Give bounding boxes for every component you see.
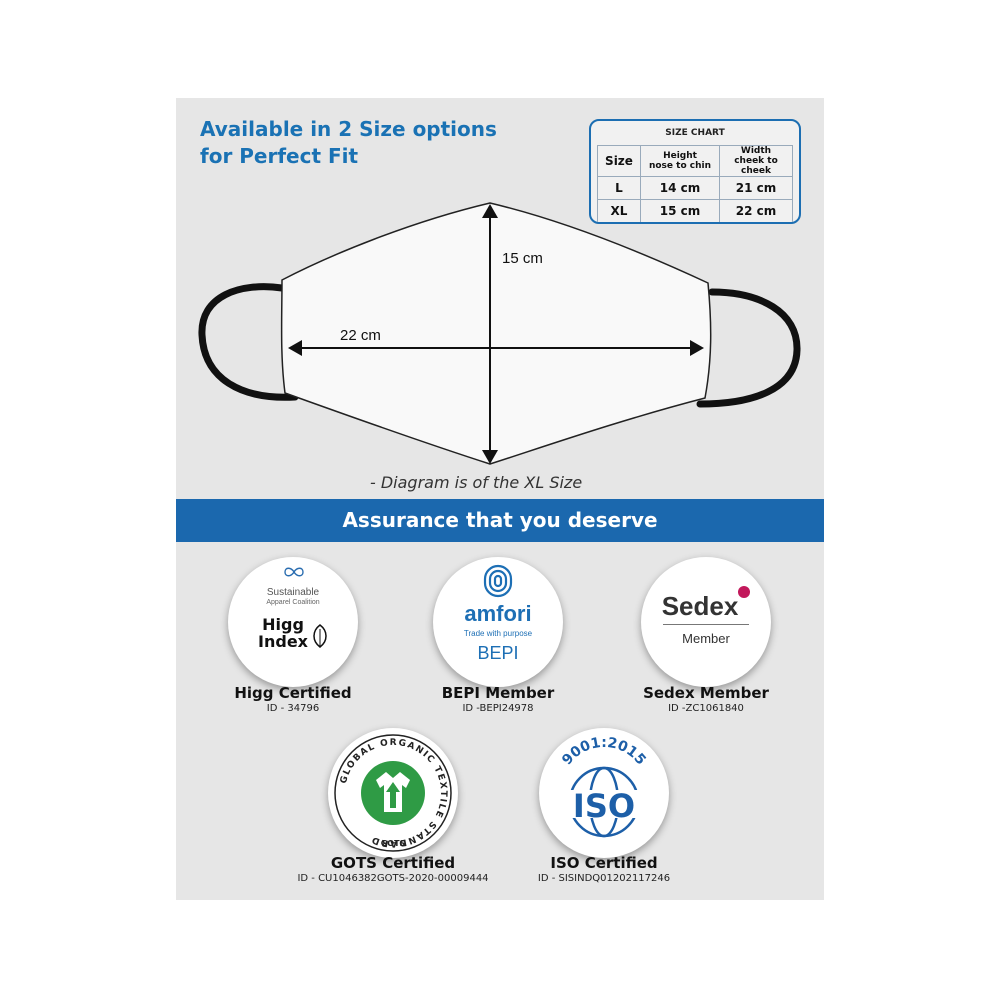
iso-word: ISO [573,787,635,825]
amfori-tagline: Trade with purpose [463,629,533,638]
sedex-id: ID -ZC1061840 [668,703,744,714]
amfori-brand: amfori [464,601,532,626]
diagram-size-note: - Diagram is of the XL Size [370,473,583,492]
gots-abbr: GOTS [381,839,406,848]
gots-badge: GLOBAL ORGANIC TEXTILE STANDARD GOTS [328,728,458,858]
gots-seal: GLOBAL ORGANIC TEXTILE STANDARD GOTS [334,734,452,852]
headline-line-1: Available in 2 Size options [200,117,497,141]
sedex-sub: Member [682,631,730,646]
bepi-program: BEPI [477,643,519,663]
leaf-icon [313,624,327,648]
right-ear-loop [696,288,801,408]
width-cell: 22 cm [719,199,793,222]
iso-badge: 9001:2015 ISO [539,728,669,858]
height-header-line-1: Height [663,151,697,161]
gots-shirt-icon [361,761,425,825]
width-dimension-label: 22 cm [340,327,381,344]
amfori-loop-icon [483,564,513,598]
height-arrow [482,204,498,464]
gots-id: ID - CU1046382GOTS-2020-00009444 [297,873,489,884]
table-row: XL 15 cm 22 cm [597,199,793,222]
size-chart: SIZE CHART Size Height nose to chin Widt… [589,119,801,224]
size-options-headline: Available in 2 Size options for Perfect … [200,116,497,170]
width-column-header: Width cheek to cheek [719,145,793,177]
iso-certified-label: ISO Certified [550,854,658,872]
width-arrow [288,340,704,356]
index-word: Index [258,632,308,651]
higg-word: Higg [262,615,304,634]
size-chart-header-row: Size Height nose to chin Width cheek to … [597,145,793,177]
sedex-badge: Sedex Member [641,557,771,687]
sedex-brand: Sedex [661,591,739,621]
width-header-line-2: cheek to cheek [734,156,778,176]
bepi-member-label: BEPI Member [441,684,555,702]
iso-seal: 9001:2015 ISO [559,735,649,838]
bepi-id: ID -BEPI24978 [462,703,534,714]
width-cell: 21 cm [719,176,793,200]
height-cell: 14 cm [640,176,720,200]
width-header-line-1: Width [740,146,772,156]
size-chart-title: SIZE CHART [665,128,725,138]
sedex-member-label: Sedex Member [643,684,769,702]
headline-line-2: for Perfect Fit [200,144,359,168]
svg-text:9001:2015: 9001:2015 [559,735,649,768]
higg-index-badge: Sustainable Apparel Coalition Higg Index [228,557,358,687]
infinity-icon [284,567,304,577]
height-dimension-label: 15 cm [502,250,543,267]
assurance-banner: Assurance that you deserve [176,499,824,542]
size-column-header: Size [597,145,641,177]
height-column-header: Height nose to chin [640,145,720,177]
higg-id: ID - 34796 [266,703,320,714]
amfori-bepi-badge: amfori Trade with purpose BEPI [433,557,563,687]
iso-standard-number: 9001:2015 [559,735,649,768]
gots-certified-label: GOTS Certified [330,854,456,872]
mask-body [280,202,712,465]
sac-line-2: Apparel Coalition [266,599,320,606]
iso-id: ID - SISINDQ01202117246 [537,873,671,884]
height-cell: 15 cm [640,199,720,222]
size-chart-table: Size Height nose to chin Width cheek to … [597,145,793,222]
table-row: L 14 cm 21 cm [597,176,793,200]
size-cell: XL [597,199,641,222]
higg-certified-label: Higg Certified [234,684,352,702]
mask-diagram [198,202,801,465]
left-ear-loop [198,283,299,401]
sedex-divider [663,624,749,625]
sedex-dot-icon [738,586,750,598]
sac-line-1: Sustainable [266,587,320,598]
height-header-line-2: nose to chin [648,161,712,171]
